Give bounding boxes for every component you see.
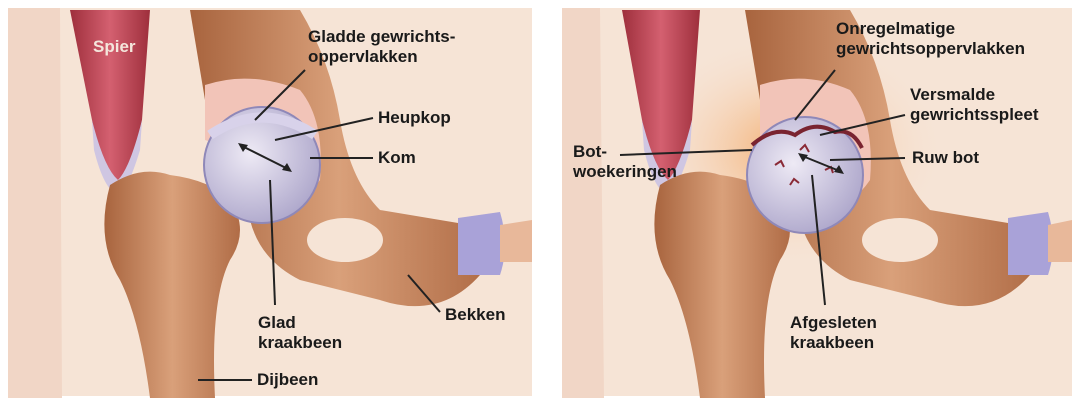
right-pubic-bone-end bbox=[1048, 220, 1072, 262]
label-spier: Spier bbox=[93, 37, 136, 57]
left-pubic-cartilage bbox=[458, 212, 505, 275]
right-pubic-cartilage bbox=[1008, 212, 1053, 275]
label-bekken: Bekken bbox=[445, 305, 505, 325]
label-versmalde-line2: gewrichtsspleet bbox=[910, 105, 1039, 125]
right-obturator-foramen bbox=[862, 218, 938, 262]
label-versmalde-gewrichtsspleet: Versmalde gewrichtsspleet bbox=[910, 85, 1039, 125]
label-ruw-bot: Ruw bot bbox=[912, 148, 979, 168]
label-dijbeen: Dijbeen bbox=[257, 370, 318, 390]
label-afgesleten-line2: kraakbeen bbox=[790, 333, 877, 353]
left-obturator-foramen bbox=[307, 218, 383, 262]
label-botwoekeringen: Bot- woekeringen bbox=[573, 142, 677, 182]
label-onregelmatige-line2: gewrichtsoppervlakken bbox=[836, 39, 1025, 59]
left-pubic-bone-end bbox=[500, 220, 532, 262]
label-kom: Kom bbox=[378, 148, 416, 168]
label-onregelmatige-line1: Onregelmatige bbox=[836, 19, 1025, 39]
label-bot-line2: woekeringen bbox=[573, 162, 677, 182]
label-gladde-line2: oppervlakken bbox=[308, 47, 455, 67]
label-afgesleten-kraakbeen: Afgesleten kraakbeen bbox=[790, 313, 877, 353]
label-glad-line1: Glad bbox=[258, 313, 342, 333]
label-bot-line1: Bot- bbox=[573, 142, 677, 162]
label-glad-line2: kraakbeen bbox=[258, 333, 342, 353]
left-skin-shadow bbox=[8, 8, 62, 398]
label-heupkop: Heupkop bbox=[378, 108, 451, 128]
label-gladde-gewrichtsoppervlakken: Gladde gewrichts- oppervlakken bbox=[308, 27, 455, 67]
label-gladde-line1: Gladde gewrichts- bbox=[308, 27, 455, 47]
label-glad-kraakbeen: Glad kraakbeen bbox=[258, 313, 342, 353]
label-versmalde-line1: Versmalde bbox=[910, 85, 1039, 105]
label-afgesleten-line1: Afgesleten bbox=[790, 313, 877, 333]
right-skin-shadow bbox=[562, 8, 604, 398]
label-onregelmatige-gewrichtsoppervlakken: Onregelmatige gewrichtsoppervlakken bbox=[836, 19, 1025, 59]
